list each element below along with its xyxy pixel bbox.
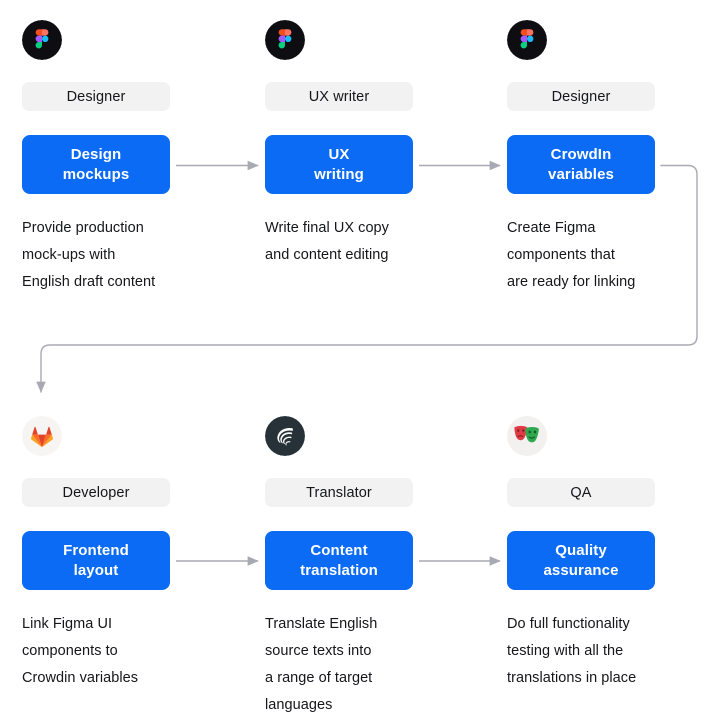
desc-line: components to xyxy=(22,643,118,659)
figma-icon xyxy=(507,20,547,60)
step-description: Provide production mock-ups with English… xyxy=(22,215,182,296)
step-crowdin-variables: Designer CrowdIn variables Create Figma … xyxy=(507,20,655,296)
desc-line: Do full functionality xyxy=(507,616,630,632)
gitlab-icon xyxy=(22,416,62,456)
step-design-mockups: Designer Design mockups Provide producti… xyxy=(22,20,170,296)
theater-masks-icon xyxy=(507,416,547,456)
desc-line: components that xyxy=(507,247,615,263)
desc-line: testing with all the xyxy=(507,643,624,659)
desc-line: languages xyxy=(265,697,333,713)
desc-line: English draft content xyxy=(22,274,156,290)
role-pill: Designer xyxy=(22,82,170,111)
role-pill: Translator xyxy=(265,478,413,507)
role-pill: UX writer xyxy=(265,82,413,111)
figma-icon xyxy=(265,20,305,60)
task-line-2: translation xyxy=(300,561,378,579)
task-line-2: variables xyxy=(548,165,614,183)
task-line-1: CrowdIn xyxy=(550,145,612,163)
desc-line: Crowdin variables xyxy=(22,670,139,686)
step-content-translation: Translator Content translation Translate… xyxy=(265,416,413,719)
step-quality-assurance: QA Quality assurance Do full functionali… xyxy=(507,416,655,692)
desc-line: Write final UX copy xyxy=(265,220,389,236)
task-line-1: UX xyxy=(328,145,350,163)
task-line-1: Frontend xyxy=(63,541,129,559)
step-ux-writing: UX writer UX writing Write final UX copy… xyxy=(265,20,413,269)
task-card-frontend-layout[interactable]: Frontend layout xyxy=(22,531,170,590)
desc-line: Translate English xyxy=(265,616,378,632)
role-pill: Developer xyxy=(22,478,170,507)
crowdin-icon xyxy=(265,416,305,456)
desc-line: source texts into xyxy=(265,643,372,659)
desc-line: mock-ups with xyxy=(22,247,116,263)
task-line-1: Content xyxy=(310,541,368,559)
task-line-2: assurance xyxy=(543,561,619,579)
step-description: Write final UX copy and content editing xyxy=(265,215,425,269)
task-card-crowdin-variables[interactable]: CrowdIn variables xyxy=(507,135,655,194)
task-card-quality-assurance[interactable]: Quality assurance xyxy=(507,531,655,590)
desc-line: translations in place xyxy=(507,670,637,686)
step-description: Do full functionality testing with all t… xyxy=(507,611,667,692)
task-line-2: writing xyxy=(314,165,364,183)
step-frontend-layout: Developer Frontend layout Link Figma UI … xyxy=(22,416,170,692)
desc-line: are ready for linking xyxy=(507,274,636,290)
desc-line: and content editing xyxy=(265,247,389,263)
role-pill: QA xyxy=(507,478,655,507)
task-card-content-translation[interactable]: Content translation xyxy=(265,531,413,590)
desc-line: Link Figma UI xyxy=(22,616,113,632)
task-card-ux-writing[interactable]: UX writing xyxy=(265,135,413,194)
desc-line: a range of target xyxy=(265,670,373,686)
step-description: Link Figma UI components to Crowdin vari… xyxy=(22,611,182,692)
desc-line: Provide production xyxy=(22,220,144,236)
task-line-2: mockups xyxy=(62,165,130,183)
step-description: Create Figma components that are ready f… xyxy=(507,215,667,296)
task-line-2: layout xyxy=(73,561,119,579)
desc-line: Create Figma xyxy=(507,220,596,236)
step-description: Translate English source texts into a ra… xyxy=(265,611,425,719)
task-card-design-mockups[interactable]: Design mockups xyxy=(22,135,170,194)
task-line-1: Design xyxy=(70,145,122,163)
task-line-1: Quality xyxy=(555,541,607,559)
figma-icon xyxy=(22,20,62,60)
role-pill: Designer xyxy=(507,82,655,111)
